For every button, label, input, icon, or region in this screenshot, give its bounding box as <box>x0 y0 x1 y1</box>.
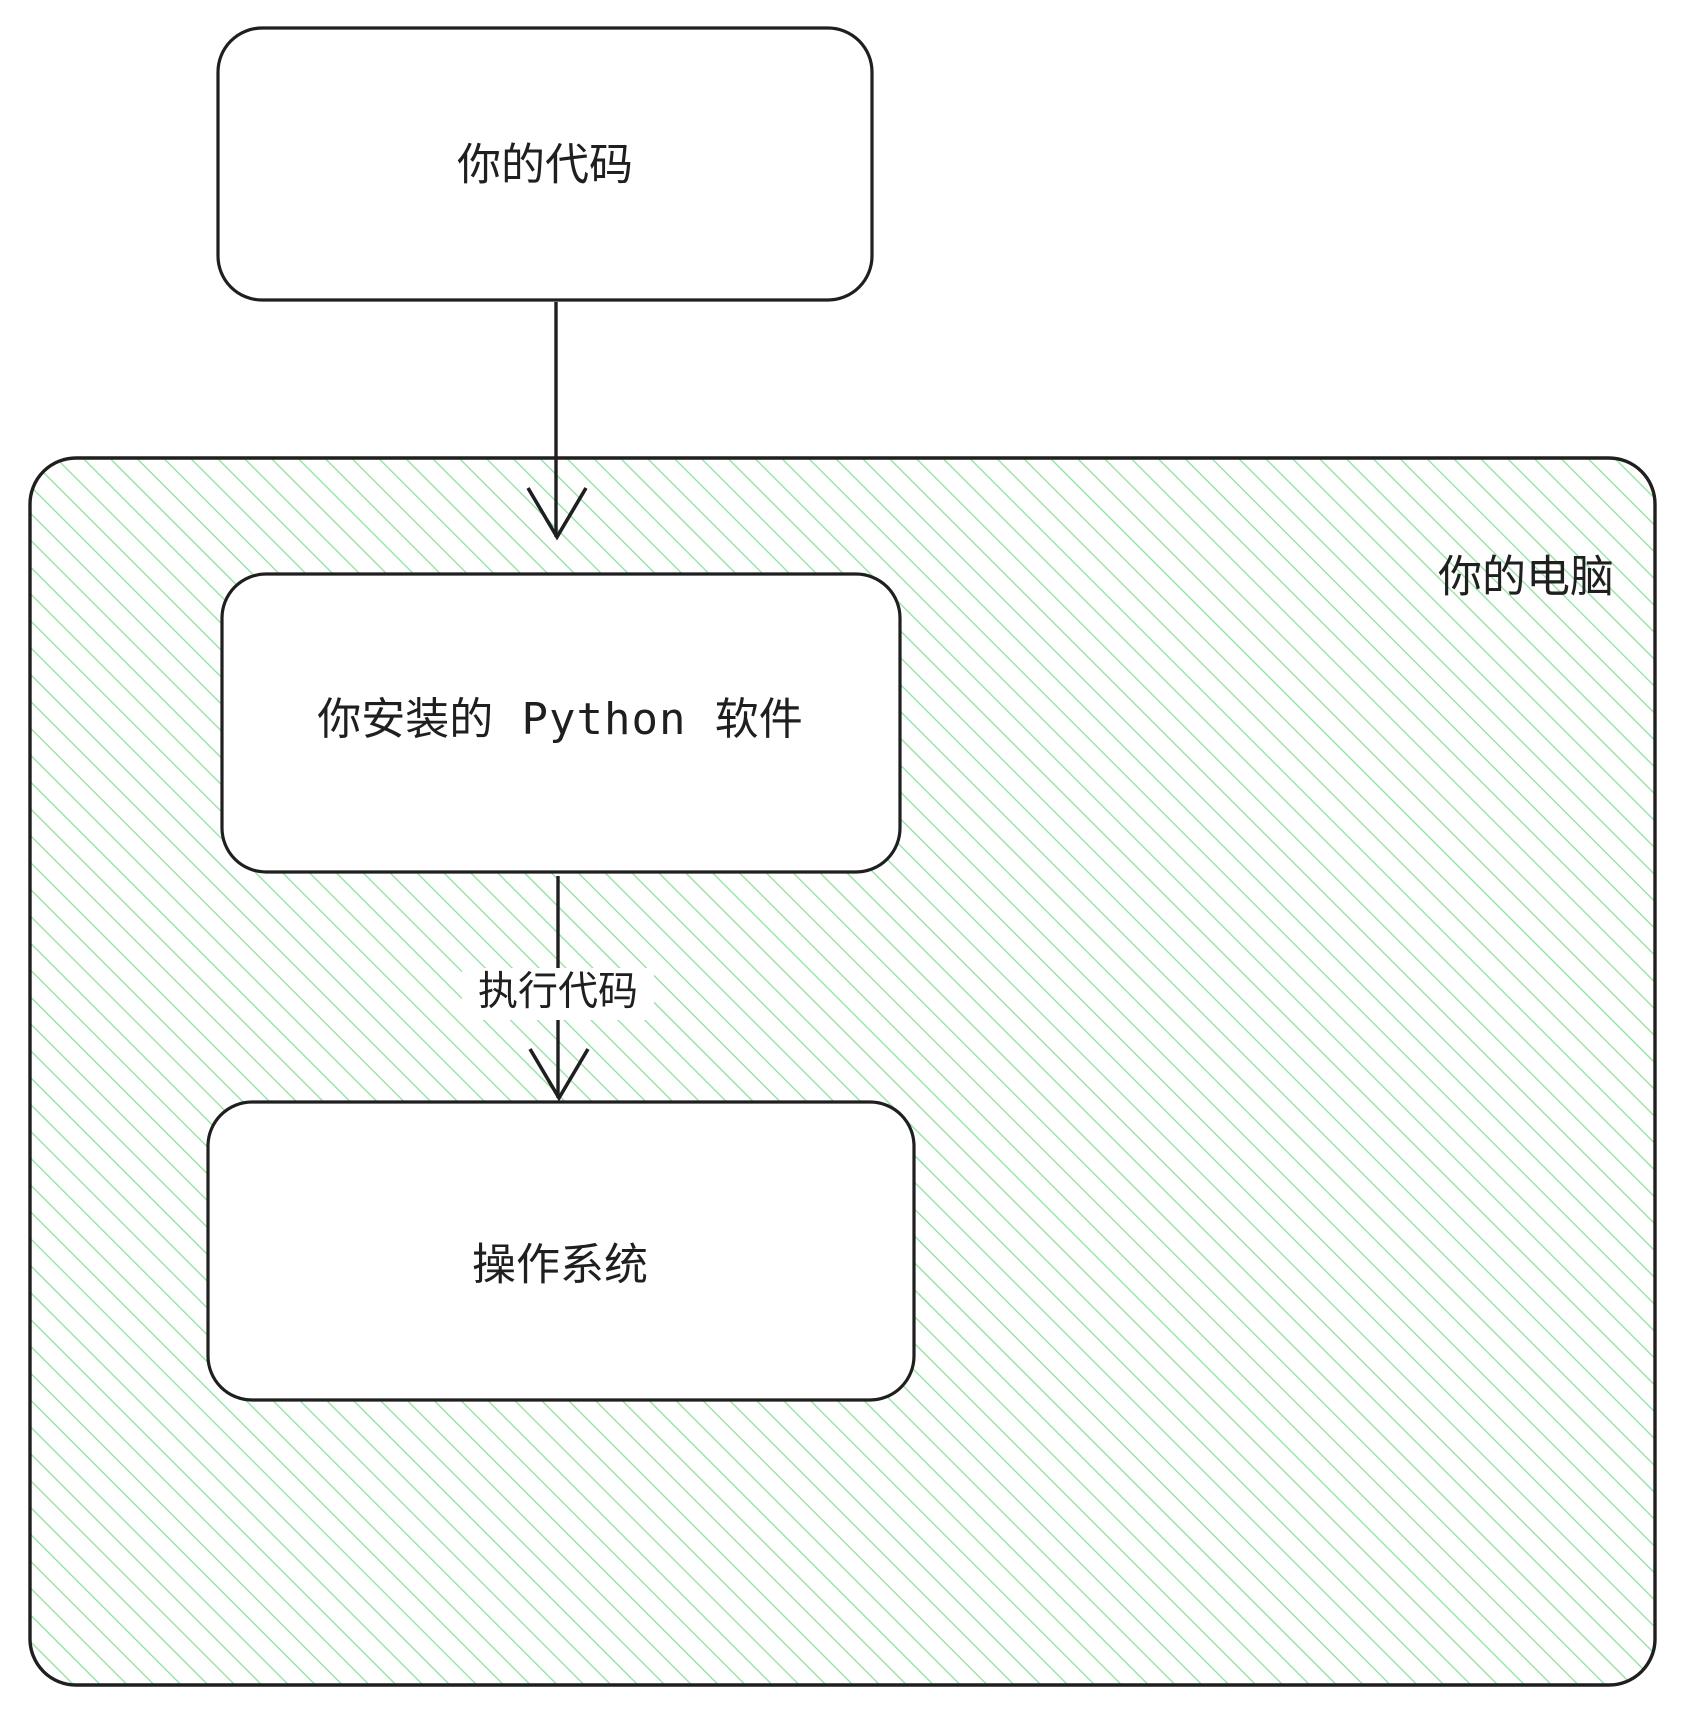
node-python-label-prefix: 你安装的 <box>317 695 493 744</box>
node-python-label-suffix: 软件 <box>715 695 803 744</box>
container-label: 你的电脑 <box>1438 553 1614 602</box>
node-python-software[interactable]: 你安装的 Python 软件 <box>220 572 902 874</box>
node-python-label-mono: Python <box>522 694 687 745</box>
edge-python-to-os-label: 执行代码 <box>478 970 638 1014</box>
arrowhead-icon <box>526 487 588 541</box>
node-operating-system-label: 操作系统 <box>472 1241 648 1290</box>
node-python-software-label: 你安装的 Python 软件 <box>317 694 802 745</box>
node-your-code[interactable]: 你的代码 <box>216 26 874 302</box>
node-your-code-shape <box>216 26 874 302</box>
edge-label-backdrop <box>462 968 654 1020</box>
edge-python-to-os: 执行代码 <box>462 876 654 1102</box>
edge-code-to-python <box>526 302 588 541</box>
node-operating-system-shape <box>206 1100 916 1402</box>
arrowhead-icon <box>528 1048 590 1102</box>
node-python-software-shape <box>220 572 902 874</box>
node-your-code-label: 你的代码 <box>457 141 633 190</box>
node-operating-system[interactable]: 操作系统 <box>206 1100 916 1402</box>
